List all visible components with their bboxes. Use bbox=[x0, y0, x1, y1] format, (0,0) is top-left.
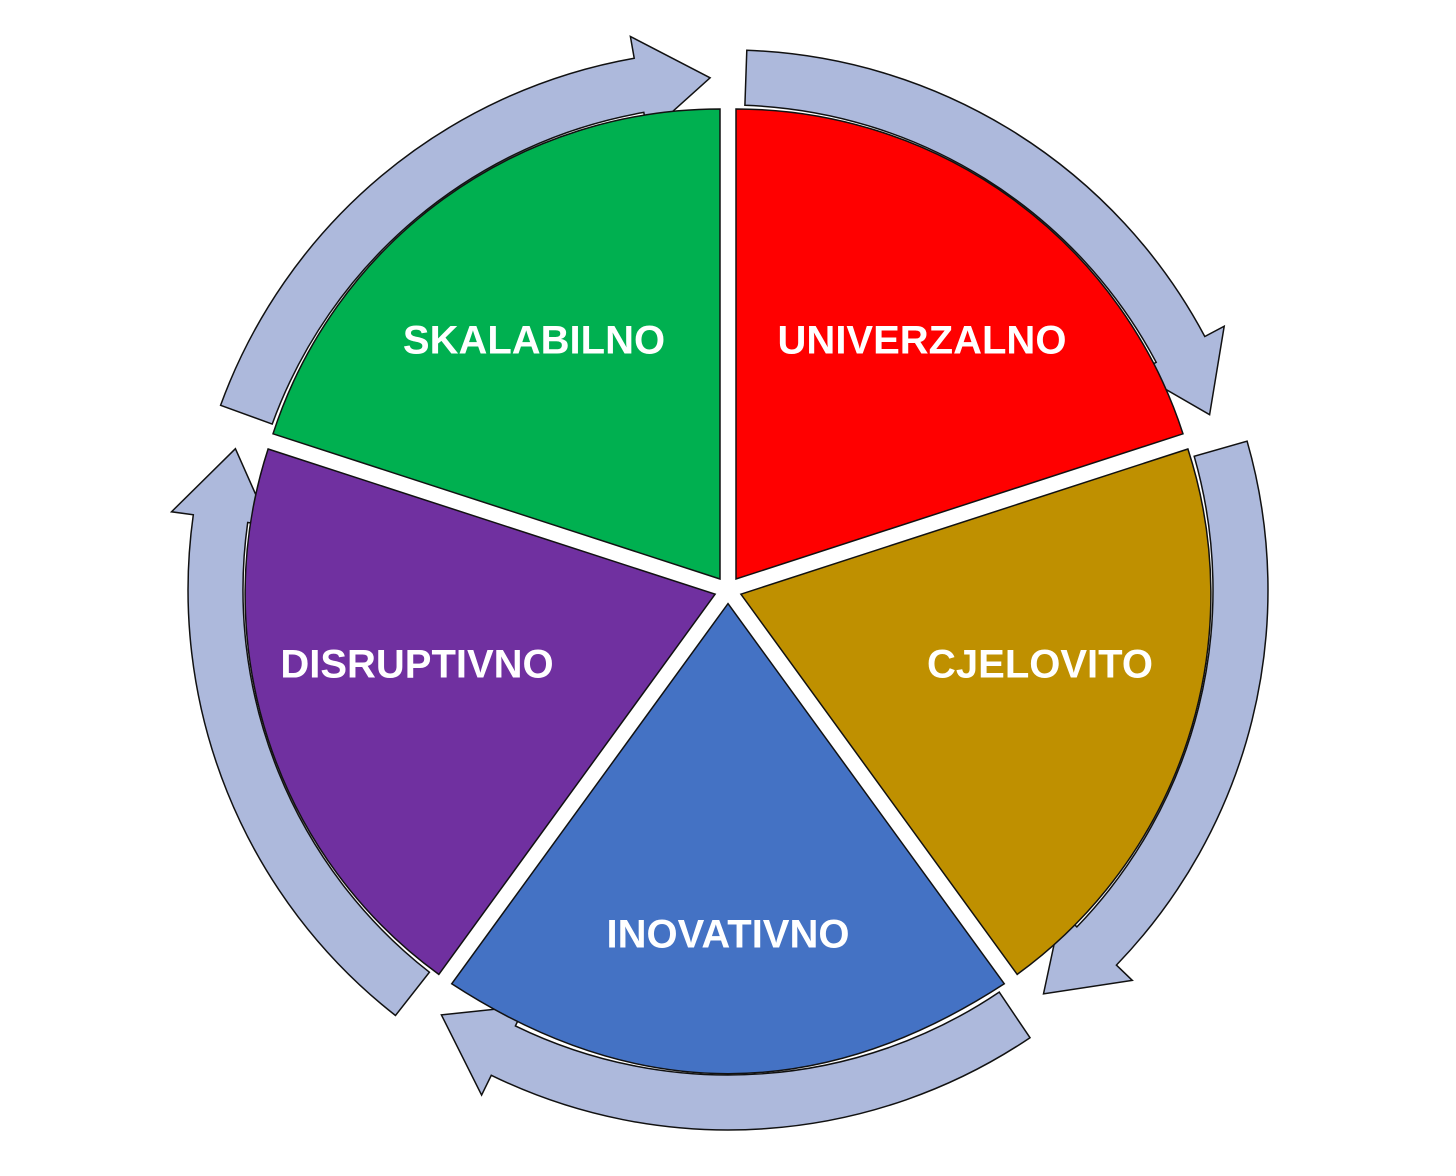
segment-cjelovito bbox=[739, 448, 1212, 976]
segment-label-skalabilno: SKALABILNO bbox=[403, 319, 665, 363]
cycle-labels: UNIVERZALNO CJELOVITO INOVATIVNO DISRUPT… bbox=[280, 319, 1153, 957]
arrow-inovativno-icon bbox=[440, 991, 1032, 1131]
segment-label-univerzalno: UNIVERZALNO bbox=[778, 319, 1067, 363]
cycle-segments bbox=[244, 108, 1212, 1075]
segment-disruptivno bbox=[244, 448, 717, 976]
segment-univerzalno bbox=[735, 108, 1184, 581]
arrow-univerzalno-icon bbox=[744, 49, 1226, 416]
segment-skalabilno bbox=[272, 108, 721, 581]
arrow-disruptivno-icon bbox=[169, 447, 431, 1017]
cycle-arrows bbox=[169, 35, 1269, 1131]
segment-label-cjelovito: CJELOVITO bbox=[927, 643, 1153, 687]
arrow-skalabilno-icon bbox=[219, 35, 712, 426]
segment-label-disruptivno: DISRUPTIVNO bbox=[280, 643, 553, 687]
segment-inovativno bbox=[450, 602, 1006, 1075]
arrow-cjelovito-icon bbox=[1042, 440, 1269, 995]
segment-label-inovativno: INOVATIVNO bbox=[607, 913, 850, 957]
